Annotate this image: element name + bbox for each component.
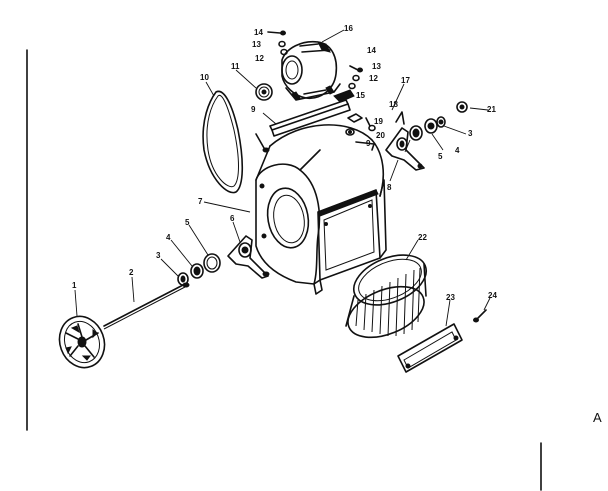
motor-screws-left [267,30,288,56]
bracket-bolt [395,111,405,125]
bearing-collar [177,253,221,286]
callout-6: 6 [230,214,235,223]
callout-18: 18 [389,100,398,109]
callout-3b: 3 [468,129,473,138]
shaft [103,282,190,330]
corner-letter: A [593,410,602,425]
motor-pulley [255,83,273,101]
callout-14: 14 [254,28,263,37]
callout-16: 16 [344,24,353,33]
motor [281,40,341,101]
callout-8: 8 [387,183,392,192]
callout-2: 2 [129,268,134,277]
callout-14b: 14 [367,46,376,55]
leader-lines [74,29,491,327]
rail-screw [255,133,270,153]
callout-5b: 5 [438,152,443,161]
pulley-wheel [58,315,106,369]
motor-screws-right [348,65,363,90]
callout-4b: 4 [455,146,460,155]
callout-17: 17 [401,76,410,85]
callout-1: 1 [72,281,77,290]
callout-9b: 9 [366,139,371,148]
bearing-bracket-right [385,127,425,171]
callout-4: 4 [166,233,171,242]
callout-24: 24 [488,291,497,300]
callout-12b: 12 [369,74,378,83]
callout-5: 5 [185,218,190,227]
callout-15: 15 [356,91,365,100]
callout-12: 12 [255,54,264,63]
cover-plate [397,323,463,373]
cover-screw [473,309,487,323]
callout-11: 11 [231,62,240,71]
callout-21: 21 [487,105,496,114]
blower-housing [255,124,387,295]
drive-belt [202,90,244,194]
blower-wheel [345,254,427,339]
callout-7: 7 [198,197,203,206]
right-bearing-set [409,116,446,141]
callout-23: 23 [446,293,455,302]
callout-9: 9 [251,105,256,114]
motor-mount-rail [269,89,355,137]
callout-20: 20 [376,131,385,140]
callout-3: 3 [156,251,161,260]
callout-13b: 13 [372,62,381,71]
adjusting-hardware [345,113,376,151]
callout-22: 22 [418,233,427,242]
callout-labels: 1 2 3 4 5 6 7 8 9 10 11 12 13 14 16 14 1… [72,24,497,302]
end-nut [456,101,468,113]
bearing-bracket-left [227,235,270,279]
callout-13: 13 [252,40,261,49]
callout-19: 19 [374,117,383,126]
callout-10: 10 [200,73,209,82]
